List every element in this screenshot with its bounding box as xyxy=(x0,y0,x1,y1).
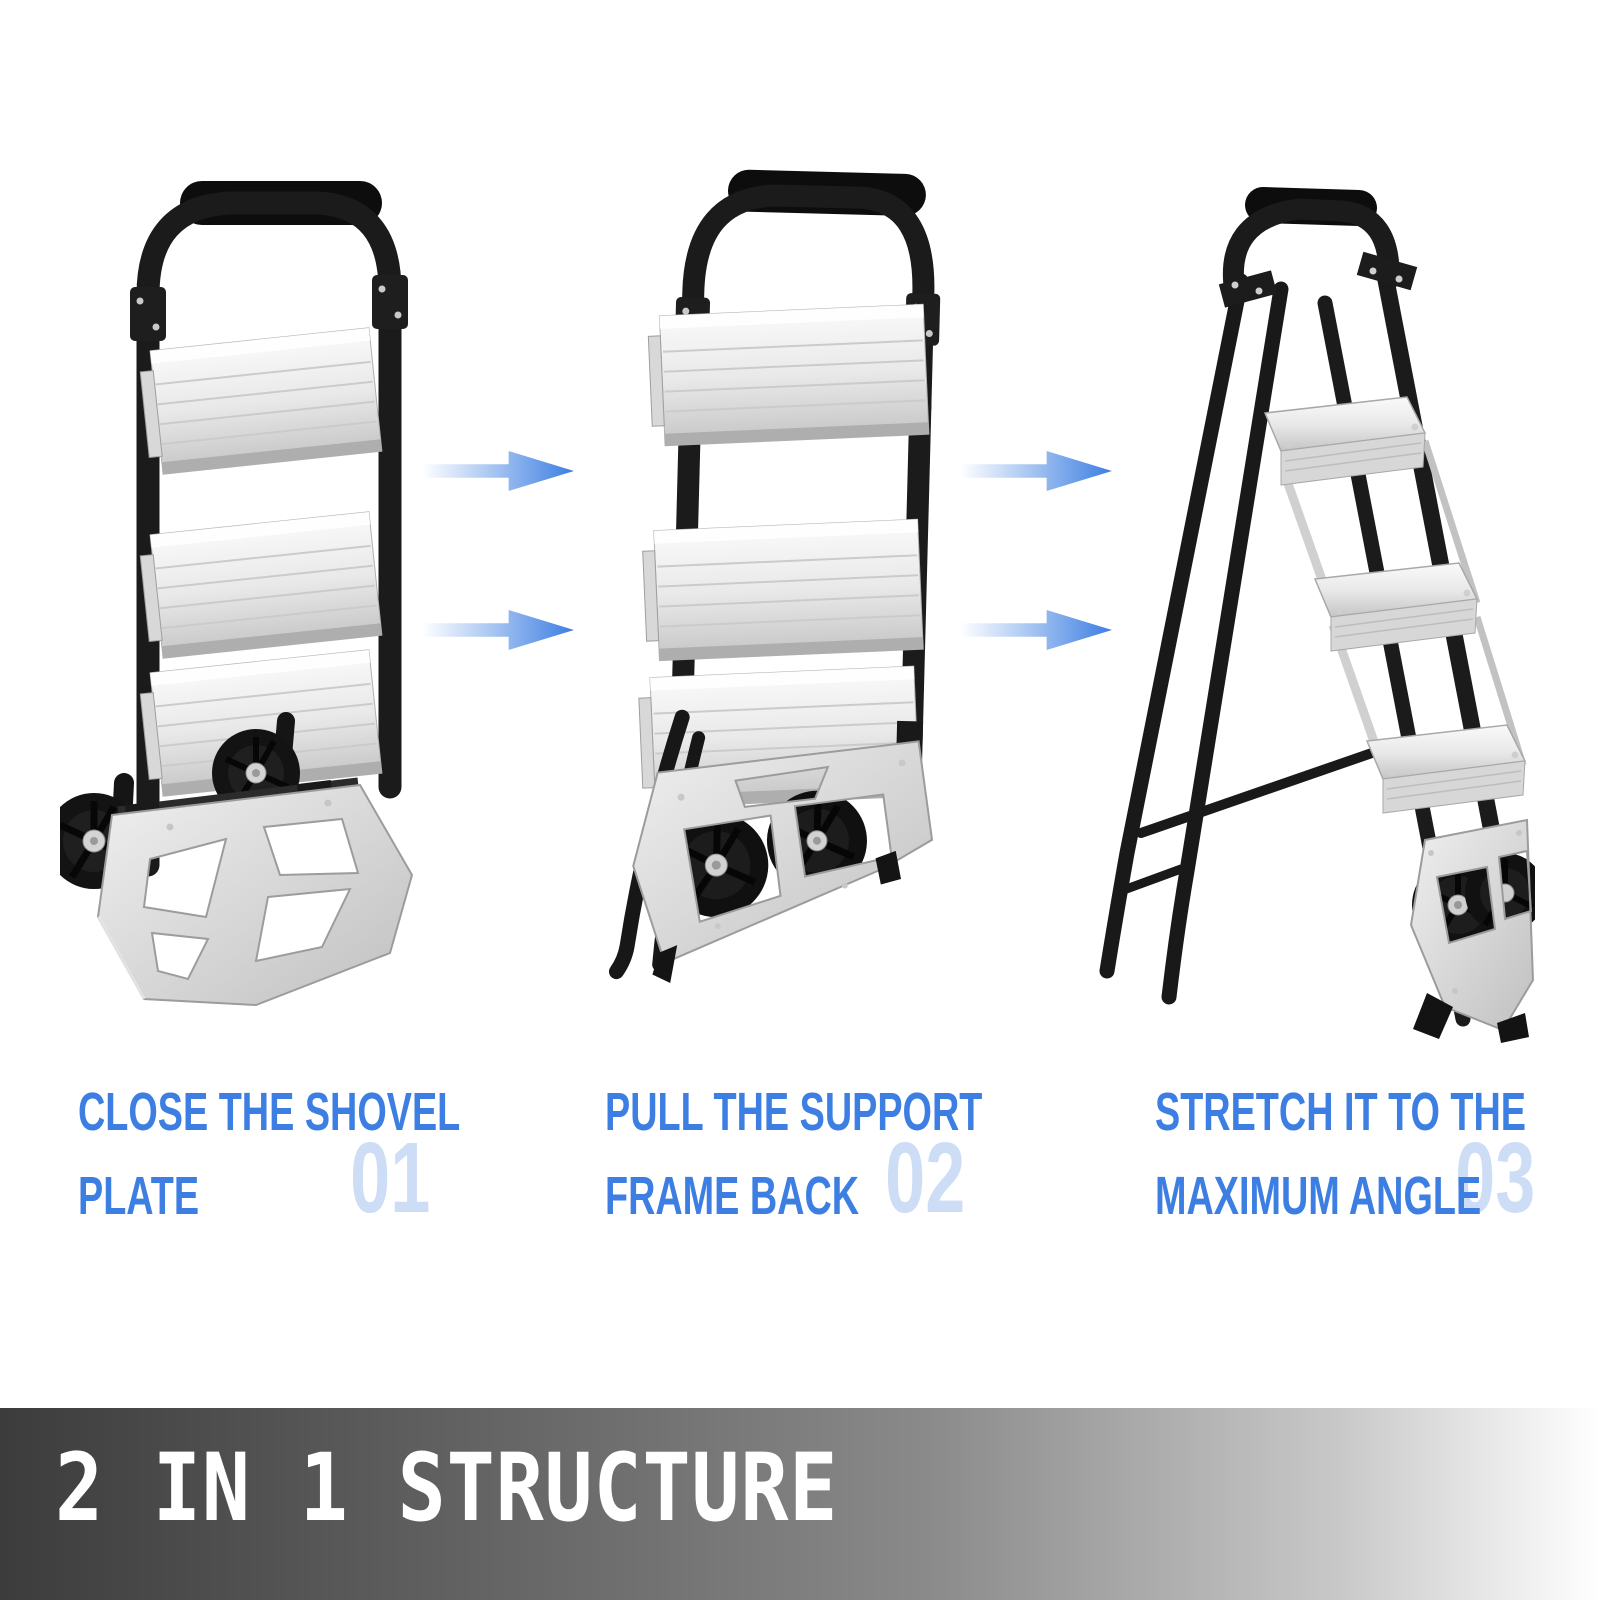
rear-support-legs xyxy=(1099,273,1400,1005)
caption-step-2-line-2: FRAME BACK xyxy=(605,1166,860,1226)
step-number-03: 03 xyxy=(1454,1122,1535,1234)
caption-step-3-line-2: MAXIMUM ANGLE xyxy=(1155,1166,1482,1226)
folded-step-tread xyxy=(139,511,383,659)
banner-title: 2 IN 1 STRUCTURE xyxy=(55,1434,839,1543)
product-photo-stage-2 xyxy=(608,169,941,983)
product-photo-stage-3 xyxy=(1099,187,1535,1043)
shovel-plate xyxy=(96,783,414,1007)
plate-foot xyxy=(1497,1013,1529,1043)
step-number-02: 02 xyxy=(884,1122,965,1234)
caption-step-3-line-1: STRETCH IT TO THE xyxy=(1155,1082,1527,1142)
caption-step-1-line-2: PLATE xyxy=(78,1166,200,1226)
step-tread xyxy=(1263,396,1427,486)
plate-foot xyxy=(875,850,901,885)
step-tread xyxy=(1365,724,1527,814)
bottom-banner: 2 IN 1 STRUCTURE xyxy=(0,1408,1600,1600)
step-mount-bracket xyxy=(372,275,408,329)
folded-step-tread xyxy=(647,303,930,447)
step-number-01: 01 xyxy=(349,1122,430,1234)
wheel xyxy=(664,813,769,918)
folded-step-tread xyxy=(139,327,383,475)
plate-foot xyxy=(652,945,678,983)
caption-step-1-line-1: CLOSE THE SHOVEL xyxy=(78,1082,461,1142)
caption-step-2-line-1: PULL THE SUPPORT xyxy=(605,1082,983,1142)
step-mount-bracket xyxy=(130,287,166,341)
shovel-plate-folded xyxy=(632,740,934,965)
plate-foot xyxy=(1413,993,1453,1039)
hand-truck-frame xyxy=(136,181,402,877)
hinge-plate xyxy=(1218,270,1278,308)
step-tread xyxy=(1313,562,1479,652)
shovel-plate-folded xyxy=(1409,818,1535,1032)
product-photo-stage-1 xyxy=(60,181,414,1007)
folded-step-tread xyxy=(642,518,924,662)
hinge-plate xyxy=(1356,251,1418,291)
